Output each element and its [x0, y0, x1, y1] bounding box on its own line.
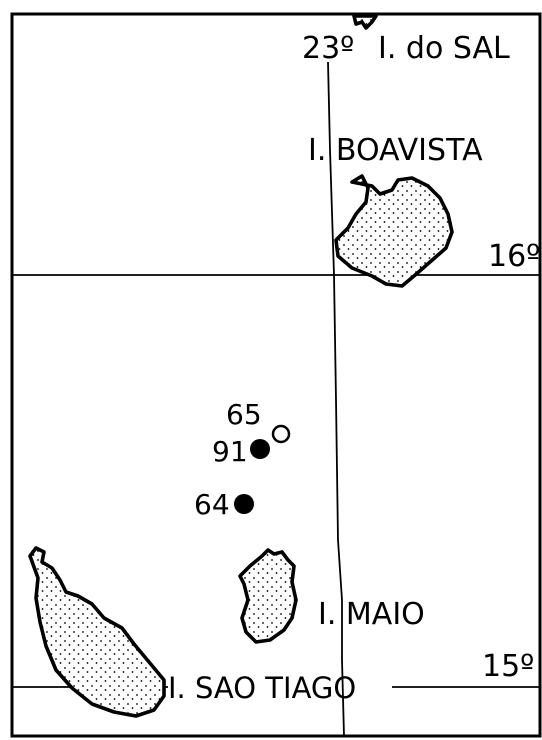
- meridian-23-line: [327, 61, 345, 737]
- station-91-marker: [250, 439, 270, 459]
- island-maio-label: I. MAIO: [318, 597, 425, 632]
- island-boavista-shape: [334, 174, 454, 288]
- island-sal-shape: [352, 14, 378, 30]
- island-sao-tiago-label: I. SAO TIAGO: [168, 671, 356, 705]
- island-sao-tiago-shape: [28, 546, 166, 718]
- island-sal-label: I. do SAL: [378, 31, 510, 66]
- longitude-23-label: 23º: [302, 31, 354, 66]
- station-64-marker: [234, 494, 254, 514]
- island-maio-shape: [238, 548, 298, 644]
- island-boavista-label: I. BOAVISTA: [308, 133, 483, 168]
- latitude-16-label: 16º: [488, 239, 540, 274]
- station-91-label: 91: [212, 435, 248, 468]
- station-65-marker: [271, 424, 291, 444]
- map-frame: [10, 12, 542, 738]
- station-64-label: 64: [194, 488, 230, 521]
- latitude-15-label: 15º: [482, 649, 534, 684]
- station-65-label: 65: [226, 398, 262, 431]
